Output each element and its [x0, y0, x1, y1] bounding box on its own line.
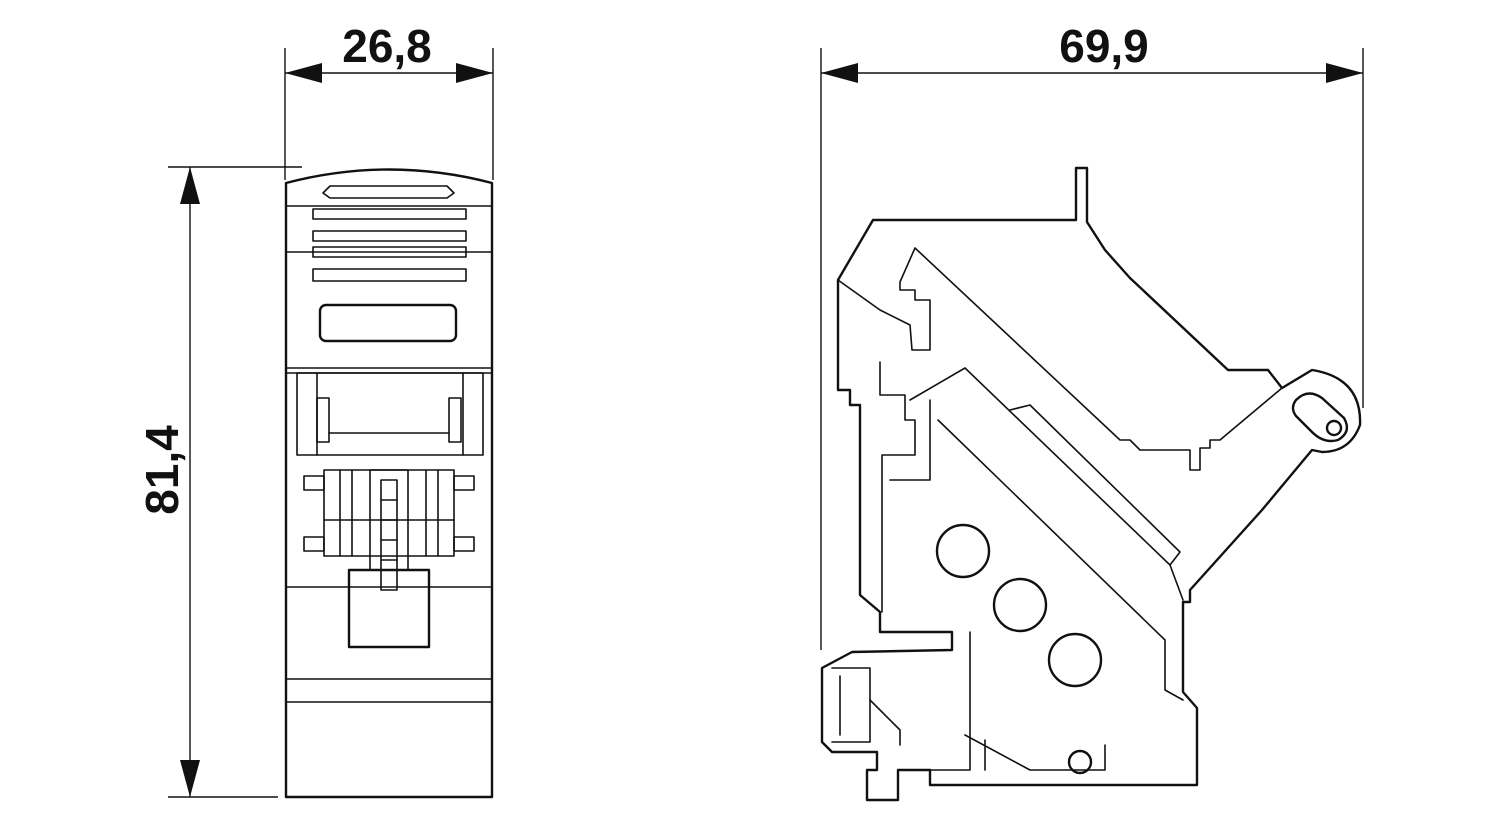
dimension-label-height: 81,4	[136, 425, 188, 515]
wire-entry-upper	[837, 247, 1283, 471]
rail-clip	[831, 667, 871, 743]
dimension-label-front-width: 26,8	[342, 20, 432, 72]
arrowhead-bottom	[180, 760, 200, 797]
mounting-slot	[1291, 392, 1349, 443]
latch	[347, 568, 431, 649]
arrowhead-left	[285, 63, 322, 83]
mounting-hole	[1325, 419, 1343, 437]
vent-slot	[312, 246, 467, 258]
arrowhead-right	[1326, 63, 1363, 83]
dimension-side-width: 69,9	[820, 20, 1364, 650]
screw-hole	[935, 523, 991, 579]
contact-block	[323, 469, 455, 557]
vent-slot	[312, 208, 467, 220]
screw-hole	[1047, 632, 1103, 688]
arrowhead-top	[180, 167, 200, 204]
top-slot	[322, 185, 455, 199]
label-window	[318, 303, 458, 343]
front-view-outline	[284, 168, 494, 799]
dimension-front-width: 26,8	[284, 20, 494, 180]
dimension-height: 81,4	[136, 166, 302, 798]
screw-hole	[992, 577, 1048, 633]
side-view	[820, 166, 1362, 802]
front-view	[284, 168, 494, 799]
small-hole	[1067, 749, 1093, 775]
dimension-label-side-width: 69,9	[1059, 20, 1149, 72]
vent-slot	[312, 230, 467, 242]
vent-slot	[312, 268, 467, 282]
arrowhead-left	[821, 63, 858, 83]
socket-frame	[296, 372, 484, 456]
arrowhead-right	[456, 63, 493, 83]
side-view-outline	[820, 166, 1362, 802]
